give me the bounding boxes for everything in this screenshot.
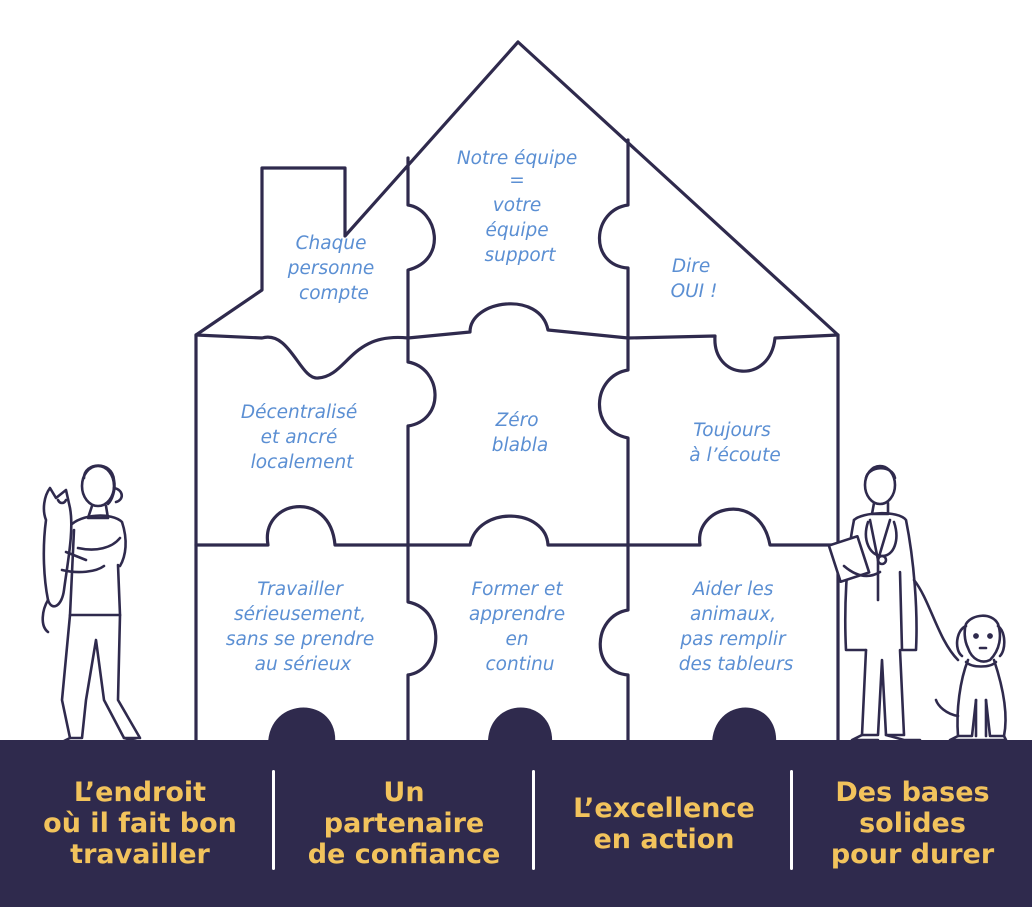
- pillar-partner: Un partenaire de confiance: [307, 777, 501, 870]
- text-line: votre: [493, 195, 542, 216]
- veterinarian-icon: [827, 464, 960, 742]
- text-line: au sérieux: [255, 654, 353, 675]
- pillar-workplace: L’endroit où il fait bon travailler: [43, 777, 237, 870]
- text-line: compte: [299, 283, 369, 304]
- text-line: Former et: [472, 579, 564, 600]
- text-line: sérieusement,: [234, 604, 366, 625]
- text-line: support: [484, 245, 556, 266]
- text-line: Décentralisé: [241, 402, 357, 423]
- text-line: sans se prendre: [226, 629, 374, 650]
- pillar-foundations: Des bases solides pour durer: [830, 777, 995, 870]
- puzzle-notch-right: [712, 707, 777, 745]
- text-line: Zéro: [495, 410, 539, 431]
- text-line: Chaque: [296, 233, 367, 254]
- piece-chimney-text: Chaque personne compte: [287, 233, 380, 304]
- text-line: Travailler: [257, 579, 344, 600]
- text-line: des tableurs: [679, 654, 794, 675]
- text-line: à l’écoute: [689, 445, 780, 466]
- piece-bottom-center-text: Former et apprendre en continu: [469, 579, 571, 675]
- puzzle-seam-upper: [194, 302, 840, 380]
- text-line: continu: [485, 654, 554, 675]
- text-line: =: [509, 170, 525, 191]
- piece-bottom-left-text: Travailler sérieusement, sans se prendre…: [226, 579, 380, 675]
- piece-middle-right-text: Toujours à l’écoute: [689, 420, 780, 466]
- house-outline: [194, 40, 840, 747]
- puzzle-notch-center: [487, 707, 553, 745]
- text-line: équipe: [485, 220, 548, 241]
- puzzle-seam-lower: [194, 505, 840, 547]
- piece-middle-center-text: Zéro blabla: [492, 410, 548, 456]
- puzzle-notch-left: [268, 707, 336, 745]
- text-line: localement: [251, 452, 355, 473]
- puzzle-seam-left: [406, 156, 438, 747]
- piece-middle-left-text: Décentralisé et ancré localement: [241, 402, 363, 473]
- pillar-divider: [272, 770, 275, 870]
- text-line: personne: [287, 258, 375, 279]
- text-line: Toujours: [693, 420, 771, 441]
- text-line: en: [506, 629, 529, 650]
- pillar-divider: [790, 770, 793, 870]
- text-line: blabla: [492, 435, 548, 456]
- text-line: Dire: [672, 256, 710, 277]
- dog-icon: [934, 614, 1008, 742]
- piece-roof-right-text: Dire OUI !: [671, 256, 718, 302]
- piece-roof-center-text: Notre équipe = votre équipe support: [457, 148, 583, 266]
- woman-with-cat-icon: [41, 464, 162, 744]
- text-line: OUI !: [671, 281, 718, 302]
- text-line: apprendre: [469, 604, 565, 625]
- text-line: animaux,: [690, 604, 776, 625]
- piece-bottom-right-text: Aider les animaux, pas remplir des table…: [679, 579, 794, 675]
- text-line: Notre équipe: [457, 148, 577, 169]
- text-line: Aider les: [692, 579, 774, 600]
- pillars-footer: L’endroit où il fait bon travailler Un p…: [0, 740, 1032, 907]
- text-line: et ancré: [261, 427, 338, 448]
- pillar-divider: [532, 770, 535, 870]
- pillar-excellence: L’excellence en action: [573, 792, 755, 855]
- puzzle-seam-right: [597, 138, 630, 747]
- text-line: pas remplir: [679, 629, 787, 650]
